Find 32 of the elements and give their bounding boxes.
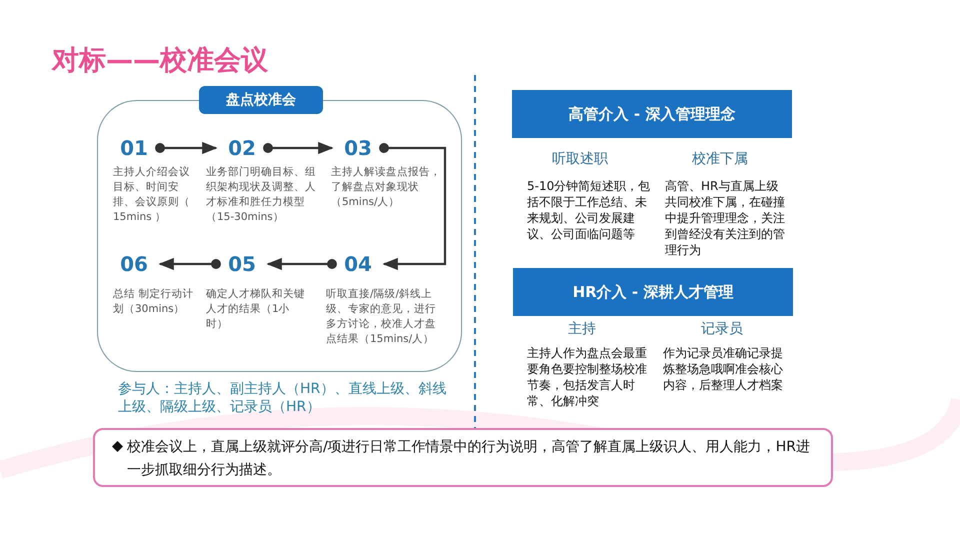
note-box (93, 428, 833, 487)
step-number: 03 (336, 136, 380, 160)
subheading: 记录员 (700, 320, 744, 338)
step-description: 总结 制定行动计划（30mins） (113, 287, 194, 317)
note-text: 校准会议上，直属上级就评分高/项进行日常工作情景中的行为说明，高管了解直属上级识人、用人能力，HR进一步抓取细分行为描述。 (127, 438, 811, 480)
step-number: 05 (220, 252, 264, 276)
description-text: 5-10分钟简短述职，包括不限于工作总结、未来规划、公司发展建议、公司面临问题等 (527, 178, 652, 242)
arrow (379, 143, 446, 270)
arrow (263, 142, 334, 154)
step-number: 01 (112, 136, 156, 160)
step-description: 主持人介绍会议目标、时间安排、会议原则（ 15mins ） (113, 165, 191, 225)
arrow (155, 142, 218, 154)
step-number: 04 (336, 252, 380, 276)
step-description: 听取直接/隔级/斜线上级、专家的意见，进行多方讨论，校准人才盘点结果（15mins/人） (326, 287, 437, 347)
step-description: 主持人解读盘点报告，了解盘点对象现状（5mins/人） (331, 165, 442, 210)
step-description: 业务部门明确目标、组织架构现状及调整、人才标准和胜任力模型（15-30mins） (206, 165, 317, 225)
arrow (158, 258, 221, 270)
slide-title: 对标——校准会议 (52, 44, 268, 78)
subheading: 主持 (567, 320, 597, 338)
step-number: 02 (220, 136, 264, 160)
step-description: 确定人才梯队和关键人才的结果（1小时） (206, 287, 306, 332)
arrow (266, 258, 337, 270)
subheading: 校准下属 (691, 150, 749, 168)
description-text: 主持人作为盘点会最重要角色要控制整场校准节奏，包括发言人时常、化解冲突 (527, 345, 648, 409)
heading-tab: 盘点校准会 (199, 86, 323, 114)
header-band: 高管介入 - 深入管理理念 (512, 90, 792, 138)
description-text: 高管、HR与直属上级共同校准下属，在碰撞中提升管理理念，关注到曾经没有关注到的管理行为 (665, 178, 786, 258)
participants-note: 参与人：主持人、副主持人（HR）、直线上级、斜线上级、隔级上级、记录员（HR） (118, 380, 448, 416)
subheading: 听取述职 (551, 150, 609, 168)
description-text: 作为记录员准确记录提炼整场急哦啊准会核心内容，后整理人才档案 (663, 345, 784, 393)
step-number: 06 (112, 252, 156, 276)
header-band: HR介入 - 深耕人才管理 (513, 268, 793, 316)
